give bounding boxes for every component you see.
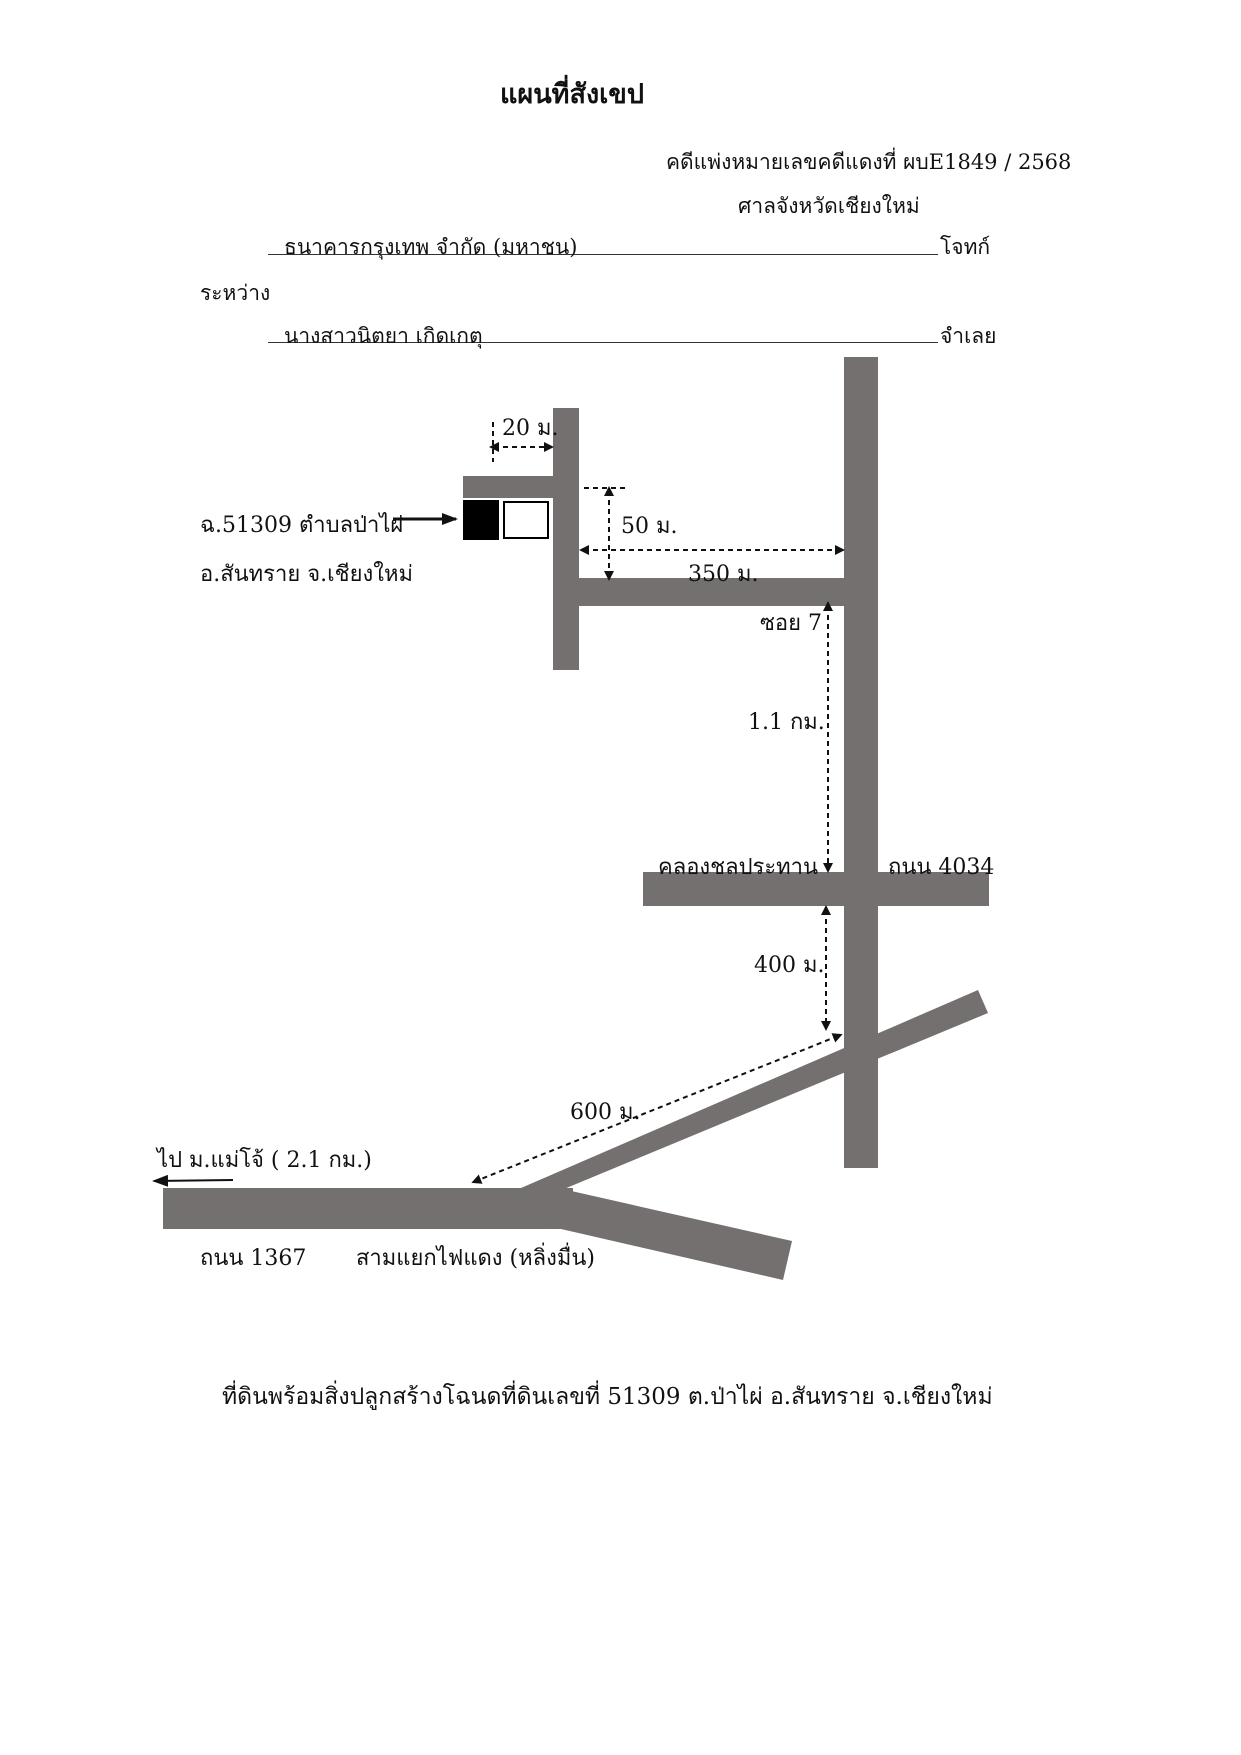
defendant-line <box>268 318 938 343</box>
plaintiff-line <box>268 230 938 255</box>
mae-jo-direction-arrow-icon <box>152 1174 234 1187</box>
soi-7-road <box>579 578 861 606</box>
distance-50m: 50 ม. <box>621 514 678 539</box>
parcel-label-line2: อ.สันทราย จ.เชียงใหม่ <box>200 562 413 587</box>
distance-20m: 20 ม. <box>502 416 559 441</box>
soi-7-label: ซอย 7 <box>760 611 823 636</box>
distance-1-1km: 1.1 กม. <box>748 710 825 735</box>
defendant-role: จำเลย <box>940 324 997 348</box>
junction-label: สามแยกไฟแดง (หลิ่งมื่น) <box>356 1246 595 1271</box>
map-caption: ที่ดินพร้อมสิ่งปลูกสร้างโฉนดที่ดินเลขที่… <box>222 1384 993 1410</box>
distance-600m: 600 ม. <box>570 1100 641 1125</box>
side-lane <box>463 476 555 498</box>
parcel-label-line1: ฉ.51309 ตำบลป่าไผ่ <box>200 513 404 538</box>
canal-label: คลองชลประทาน <box>658 855 819 880</box>
road-4034-label: ถนน 4034 <box>888 855 995 880</box>
case-number: คดีแพ่งหมายเลขคดีแดงที่ ผบE1849 / 2568 <box>666 150 1072 174</box>
distance-400m: 400 ม. <box>754 953 825 978</box>
diagonal-road <box>468 990 988 1211</box>
mae-jo-label: ไป ม.แม่โจ้ ( 2.1 กม.) <box>157 1148 372 1173</box>
between-label: ระหว่าง <box>200 281 271 305</box>
page-title: แผนที่สังเขป <box>500 79 644 110</box>
plaintiff-name: ธนาคารกรุงเทพ จำกัด (มหาชน) <box>284 235 578 259</box>
access-road <box>553 408 579 670</box>
parcel-land-icon <box>503 501 549 539</box>
dim-600m-arrow <box>471 1033 843 1184</box>
plaintiff-role: โจทก์ <box>940 235 991 259</box>
distance-350m: 350 ม. <box>688 562 759 587</box>
parcel-building-icon <box>463 500 499 540</box>
court-name: ศาลจังหวัดเชียงใหม่ <box>738 194 920 218</box>
canal-road <box>643 872 989 906</box>
defendant-name: นางสาวนิตยา เกิดเกตุ <box>284 324 483 348</box>
road-1367-label: ถนน 1367 <box>200 1246 307 1271</box>
main-road-4034 <box>844 357 878 1168</box>
branch-road <box>548 1188 792 1280</box>
